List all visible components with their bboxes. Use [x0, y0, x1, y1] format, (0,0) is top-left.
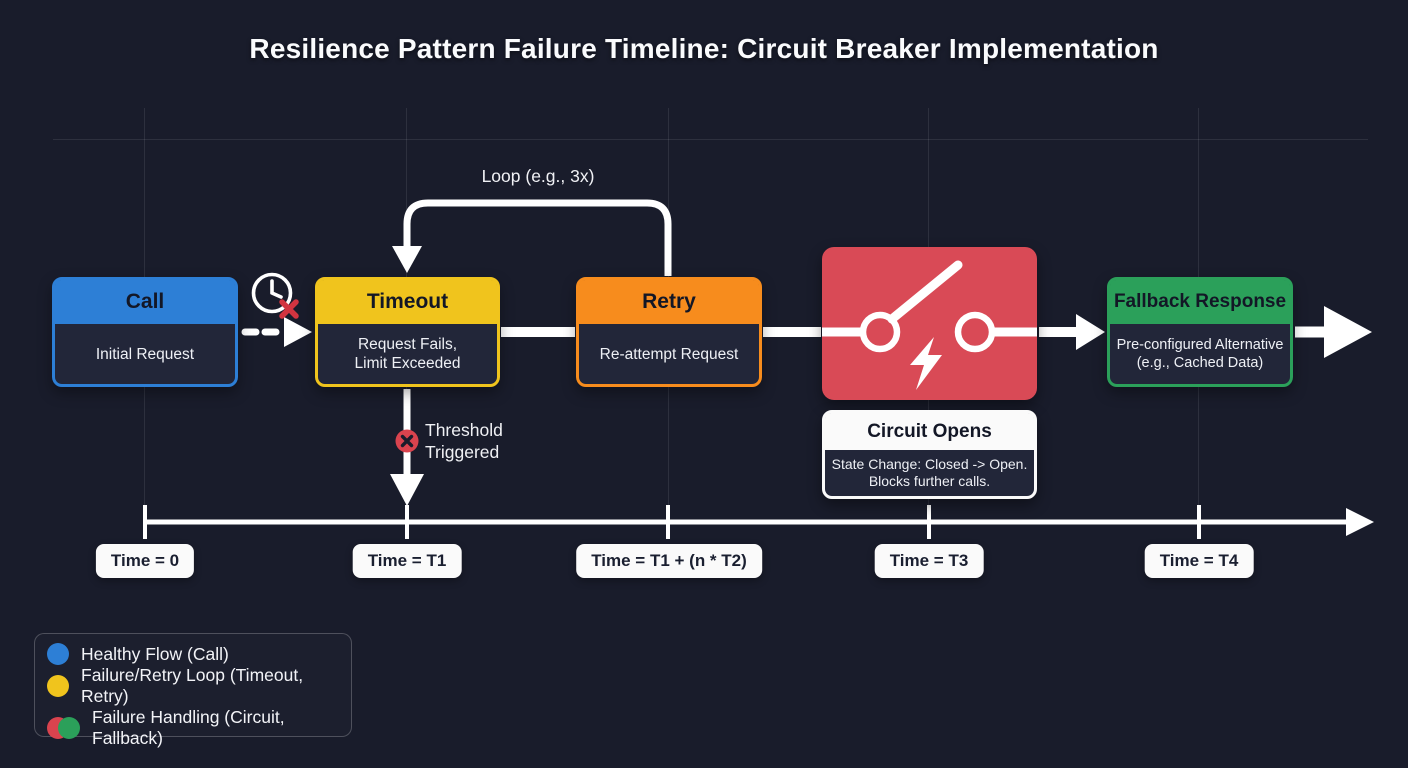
- threshold-label: Threshold Triggered: [425, 420, 503, 463]
- call-node: Call Initial Request: [52, 277, 238, 387]
- threshold-label-line2: Triggered: [425, 441, 500, 462]
- diagram-title: Resilience Pattern Failure Timeline: Cir…: [249, 33, 1159, 64]
- grid-horizontal-line: [53, 139, 1368, 140]
- lightning-bolt-icon: [910, 337, 942, 390]
- retry-node-title: Retry: [579, 280, 759, 324]
- circuit-opens-note: Circuit Opens State Change: Closed -> Op…: [822, 410, 1037, 499]
- dashed-arrow-call-to-timeout: [241, 317, 312, 347]
- fallback-node: Fallback Response Pre-configured Alterna…: [1107, 277, 1293, 387]
- legend: Healthy Flow (Call) Failure/Retry Loop (…: [34, 633, 352, 748]
- arrow-circuit-to-fallback: [1039, 314, 1105, 350]
- time-label-t3: Time = T3: [874, 544, 984, 578]
- time-label-0: Time = 0: [95, 544, 195, 578]
- clock-x-icon: [251, 272, 299, 319]
- legend-item-label: Failure Handling (Circuit, Fallback): [92, 707, 285, 748]
- timeout-node-title: Timeout: [318, 280, 497, 324]
- circuit-opens-title: Circuit Opens: [825, 413, 1034, 450]
- loop-label: Loop (e.g., 3x): [481, 166, 595, 186]
- retry-node: Retry Re-attempt Request: [576, 277, 762, 387]
- red-green-dot-icon: [47, 717, 80, 739]
- circuit-breaker-node: [822, 247, 1037, 400]
- time-label-t1-n-t2: Time = T1 + (n * T2): [576, 544, 762, 578]
- timeline-axis: [143, 505, 1374, 539]
- circuit-breaker-icon: [822, 260, 1037, 390]
- loop-arrow: [392, 199, 672, 276]
- call-node-body: Initial Request: [95, 345, 195, 363]
- fallback-node-body-line2: (e.g., Cached Data): [1136, 355, 1264, 371]
- fallback-node-body-line1: Pre-configured Alternative: [1116, 337, 1284, 353]
- timeout-node-body-line2: Limit Exceeded: [354, 355, 461, 372]
- retry-node-body: Re-attempt Request: [599, 345, 739, 363]
- legend-item-label: Failure/Retry Loop (Timeout, Retry): [81, 665, 304, 706]
- legend-item-healthy-flow: Healthy Flow (Call): [47, 643, 339, 665]
- arrow-fallback-out: [1295, 306, 1372, 358]
- timeout-node: Timeout Request Fails, Limit Exceeded: [315, 277, 500, 387]
- legend-item-failure-retry-loop: Failure/Retry Loop (Timeout, Retry): [47, 665, 339, 707]
- time-label-t4: Time = T4: [1144, 544, 1254, 578]
- threshold-label-line1: Threshold: [425, 420, 503, 440]
- fallback-node-title: Fallback Response: [1110, 280, 1290, 324]
- error-x-icon: [395, 429, 419, 453]
- timeout-node-body-line1: Request Fails,: [357, 336, 458, 353]
- circuit-opens-body-line1: State Change: Closed -> Open.: [831, 456, 1028, 472]
- blue-dot-icon: [47, 643, 69, 665]
- yellow-dot-icon: [47, 675, 69, 697]
- circuit-opens-body-line2: Blocks further calls.: [868, 473, 991, 489]
- legend-item-label: Healthy Flow (Call): [81, 643, 229, 664]
- call-node-title: Call: [55, 280, 235, 324]
- legend-item-failure-handling: Failure Handling (Circuit, Fallback): [47, 707, 339, 749]
- time-label-t1: Time = T1: [352, 544, 462, 578]
